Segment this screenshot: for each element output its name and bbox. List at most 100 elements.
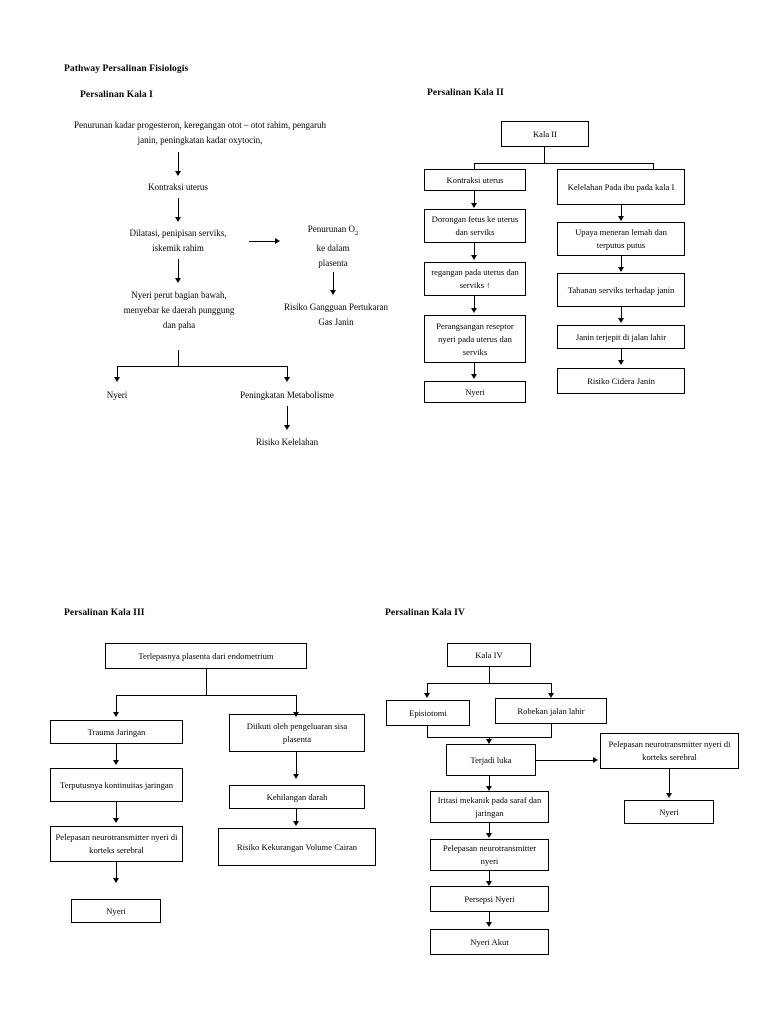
connector-kala4-c2 [489,823,490,835]
connector-kala3-r1 [296,752,297,776]
kala4-box-terjadi-luka[interactable]: Terjadi luka [446,744,536,776]
connector-kala4-root-bar [427,683,551,684]
kala1-node-peningkatan-metabolisme: Peningkatan Metabolisme [240,390,334,400]
connector-kala2-l1 [474,191,475,205]
kala1-node-kontraksi: Kontraksi uterus [148,182,208,192]
connector-kala1-dilatasi-o2 [249,241,276,242]
connector-kala4-merge-right [551,724,552,737]
arrowhead-down-icon [618,267,624,272]
kala2-box-root[interactable]: Kala II [501,121,589,147]
kala1-node-risiko-kelelahan: Risiko Kelelahan [255,437,319,447]
connector-kala2-root-left [474,163,475,169]
kala2-box-dorongan-fetus[interactable]: Dorongan fetus ke uterus dan serviks [424,209,526,243]
kala3-box-trauma-jaringan[interactable]: Trauma Jaringan [50,720,183,744]
kala1-node-nyeri: Nyeri [106,390,128,400]
connector-kala2-r3 [621,307,622,320]
connector-kala1-trigger-kontraksi [178,152,179,173]
kala3-box-pelepasan-neuro[interactable]: Pelepasan neurotransmitter nyeri di kort… [50,826,183,862]
kala1-o2-line3: plasenta [318,257,348,268]
connector-kala1-split-right [287,366,288,379]
kala3-box-kehilangan-darah[interactable]: Kehilangan darah [229,785,365,809]
section-heading-kala-2: Persalinan Kala II [427,88,504,98]
kala4-box-robekan[interactable]: Robekan jalan lahir [495,698,607,724]
kala2-box-tahanan-serviks[interactable]: Tahanan serviks terhadap janin [557,273,685,307]
arrowhead-down-icon [548,693,554,698]
kala3-box-root[interactable]: Terlepasnya plasenta dari endometrium [105,643,307,669]
kala1-node-penurunan-o2: Penurunan O2 ke dalam plasenta [283,222,383,271]
connector-kala4-root-stem [489,667,490,683]
connector-kala3-root-bar [116,695,296,696]
kala4-box-pelepasan-nyeri[interactable]: Pelepasan neurotransmitter nyeri [430,839,549,871]
arrowhead-down-icon [486,739,492,744]
connector-kala1-metab-kelelahan [287,406,288,427]
kala1-node-dilatasi: Dilatasi, penipisan serviks, iskemik rah… [129,228,227,253]
kala4-box-iritasi[interactable]: Iritasi mekanik pada saraf dan jaringan [430,791,549,823]
connector-kala4-merge-left [427,726,428,737]
connector-kala3-root-left [116,695,117,714]
arrowhead-right-icon [593,757,598,763]
connector-kala2-r4 [621,349,622,362]
connector-kala2-l4 [474,363,475,376]
arrowhead-down-icon [175,278,181,283]
connector-kala2-l3 [474,296,475,310]
kala2-box-nyeri[interactable]: Nyeri [424,381,526,403]
connector-kala3-root-right [296,695,297,714]
kala2-box-kelelahan-ibu[interactable]: Kelelahan Pada ibu pada kala I [557,169,685,205]
arrowhead-right-icon [275,238,280,244]
connector-kala1-o2-risiko [333,272,334,292]
kala4-box-persepsi[interactable]: Persepsi Nyeri [430,886,549,912]
connector-kala1-split-stem [178,350,179,366]
connector-kala1-kontraksi-dilatasi [178,198,179,219]
page-title: Pathway Persalinan Fisiologis [64,64,189,74]
kala4-box-root[interactable]: Kala IV [447,643,531,667]
kala1-node-nyeri-perut: Nyeri perut bagian bawah, menyebar ke da… [123,290,235,330]
section-heading-kala-3: Persalinan Kala III [64,608,145,618]
arrowhead-down-icon [666,793,672,798]
arrowhead-down-icon [113,818,119,823]
connector-kala4-root-right [551,683,552,695]
kala2-box-perangsangan[interactable]: Perangsangan reseptor nyeri pada uterus … [424,315,526,363]
kala3-box-risiko-volume[interactable]: Risiko Kekurangan Volume Cairan [218,828,376,866]
kala3-box-nyeri[interactable]: Nyeri [71,899,161,923]
arrowhead-down-icon [114,377,120,382]
connector-kala4-c4 [489,912,490,924]
connector-kala2-root-right [653,163,654,169]
kala2-box-upaya-meneran[interactable]: Upaya meneran lemah dan terputus putus [557,222,685,256]
connector-kala2-r2 [621,256,622,269]
kala2-box-kontraksi-uterus[interactable]: Kontraksi uterus [424,169,526,191]
kala1-node-trigger: Penurunan kadar progesteron, keregangan … [74,120,326,145]
kala1-o2-line1: Penurunan O [307,224,355,234]
connector-kala3-l3 [116,862,117,880]
kala3-box-terputusnya[interactable]: Terputusnya kontinuitas jaringan [50,768,183,802]
arrowhead-down-icon [618,360,624,365]
kala1-o2-subscript: 2 [355,229,359,237]
arrowhead-down-icon [486,881,492,886]
connector-kala2-root-bar [474,163,653,164]
kala2-box-regangan[interactable]: regangan pada uterus dan serviks ↑ [424,262,526,296]
kala4-box-nyeri-akut[interactable]: Nyeri Akut [430,929,549,955]
connector-kala4-c3 [489,871,490,883]
connector-kala4-pelepasan-nyeri [669,769,670,795]
arrowhead-down-icon [471,203,477,208]
connector-kala2-root-stem [544,147,545,163]
kala4-box-pelepasan-neuro[interactable]: Pelepasan neurotransmitter nyeri di kort… [600,733,739,769]
arrowhead-down-icon [471,374,477,379]
arrowhead-down-icon [486,786,492,791]
connector-kala3-l2 [116,802,117,820]
arrowhead-down-icon [486,833,492,838]
arrowhead-down-icon [113,712,119,717]
kala4-box-episiotomi[interactable]: Episiotomi [386,700,470,726]
arrowhead-down-icon [175,171,181,176]
kala4-box-nyeri[interactable]: Nyeri [624,800,714,824]
arrowhead-down-icon [284,425,290,430]
arrowhead-down-icon [424,693,430,698]
kala1-o2-line2: ke dalam [316,242,350,253]
kala3-box-diikuti[interactable]: Diikuti oleh pengeluaran sisa plasenta [229,714,365,752]
kala2-box-risiko-cidera[interactable]: Risiko Cidera Janin [557,368,685,394]
kala2-box-janin-terjepit[interactable]: Janin terjepit di jalan lahir [557,325,685,349]
connector-kala4-luka-pelepasan [536,760,594,761]
connector-kala4-c1 [489,776,490,788]
connector-kala4-root-left [427,683,428,695]
arrowhead-down-icon [113,878,119,883]
